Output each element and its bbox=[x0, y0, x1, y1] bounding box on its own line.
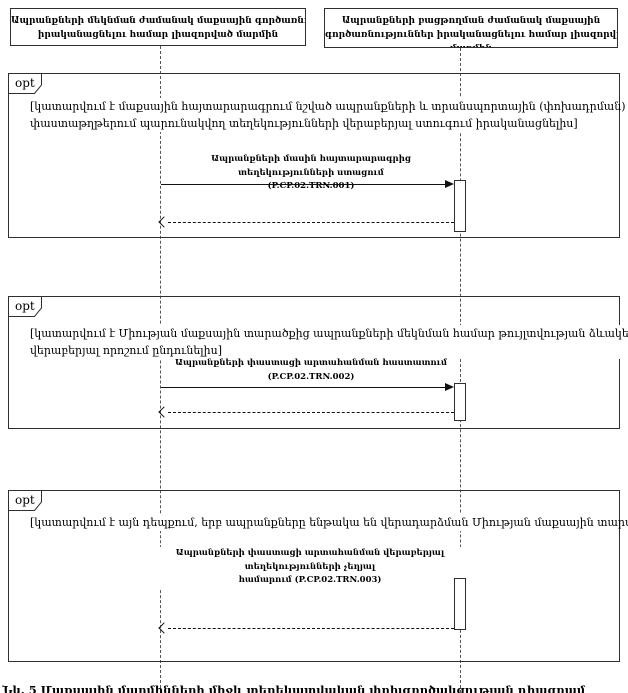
opt-fragment-2: opt bbox=[8, 296, 620, 429]
participant-box-release-authority: Ապրանքների բացթողման ժամանակ մաքսային գո… bbox=[324, 8, 618, 48]
activation-bar-3 bbox=[454, 578, 466, 630]
message-label-3: Ապրանքների փաստացի արտահանման վերաբերյալ… bbox=[130, 547, 490, 588]
opt-tab-pentagon-icon bbox=[8, 490, 42, 511]
lifeline-departure-authority bbox=[160, 46, 161, 693]
message-code: (P.CP.02.TRN.001) bbox=[267, 181, 355, 191]
opt-operator-tab: opt bbox=[8, 296, 42, 317]
opt-fragment-1: opt bbox=[8, 73, 620, 238]
guard-line: [կատարվում է այն դեպքում, երբ ապրանքները… bbox=[30, 516, 628, 529]
guard-line: վերաբերյալ որոշում ընդունելիս] bbox=[30, 344, 222, 357]
guard-condition-1: [կատարվում է մաքսային հայտարարագրում նշվ… bbox=[30, 98, 626, 132]
opt-fragment-3: opt bbox=[8, 490, 620, 662]
sync-message-arrow-1 bbox=[161, 184, 447, 185]
opt-operator-tab: opt bbox=[8, 73, 42, 94]
filled-arrowhead-icon bbox=[445, 383, 454, 391]
message-text: Ապրանքների փաստացի արտահանման վերաբերյալ… bbox=[175, 548, 445, 572]
guard-condition-3: [կատարվում է այն դեպքում, երբ ապրանքները… bbox=[30, 514, 628, 531]
opt-tab-pentagon-icon bbox=[8, 73, 42, 94]
opt-operator-label: opt bbox=[15, 299, 35, 313]
figure-caption: Նկ. 5 Մաքսային մարմինների միջև տեղեկատվա… bbox=[2, 683, 586, 693]
filled-arrowhead-icon bbox=[445, 180, 454, 188]
opt-operator-tab: opt bbox=[8, 490, 42, 511]
guard-line: [կատարվում է մաքսային հայտարարագրում նշվ… bbox=[30, 100, 626, 113]
opt-tab-pentagon-icon bbox=[8, 296, 42, 317]
activation-bar-2 bbox=[454, 383, 466, 421]
opt-operator-label: opt bbox=[15, 493, 35, 507]
participant-label-line: մարմին bbox=[325, 42, 617, 47]
message-text: Ապրանքների փաստացի արտահանման հաստատում bbox=[174, 358, 448, 368]
lifeline-release-authority bbox=[460, 48, 461, 693]
participant-label-line: իրականացնելու համար լիազորված մարմին bbox=[37, 30, 279, 40]
message-text: Ապրանքների մասին հայտարարագրից տեղեկությ… bbox=[211, 154, 411, 178]
participant-label-line: գործառնություններ իրականացնելու համար լի… bbox=[325, 30, 618, 40]
sync-message-arrow-2 bbox=[161, 387, 447, 388]
guard-line: փաստաթղթերում պարունակվող տեղեկություննե… bbox=[30, 117, 578, 130]
guard-line: [կատարվում է Միության մաքսային տարածքից … bbox=[30, 327, 628, 340]
participant-label-line: Ապրանքների մեկնման ժամանակ մաքսային գործ… bbox=[11, 16, 306, 26]
guard-condition-2: [կատարվում է Միության մաքսային տարածքից … bbox=[30, 325, 628, 359]
message-code: (P.CP.02.TRN.002) bbox=[267, 371, 355, 382]
opt-operator-label: opt bbox=[15, 76, 35, 90]
participant-box-departure-authority: Ապրանքների մեկնման ժամանակ մաքսային գործ… bbox=[10, 8, 306, 46]
message-code: համարում (P.CP.02.TRN.003) bbox=[238, 575, 382, 585]
return-message-arrow-2 bbox=[168, 412, 454, 413]
return-message-arrow-3 bbox=[168, 628, 454, 629]
participant-label-line: Ապրանքների բացթողման ժամանակ մաքսային bbox=[341, 16, 601, 26]
activation-bar-1 bbox=[454, 180, 466, 232]
message-label-2: Ապրանքների փաստացի արտահանման հաստատում … bbox=[162, 357, 460, 384]
return-message-arrow-1 bbox=[168, 222, 454, 223]
message-label-1: Ապրանքների մասին հայտարարագրից տեղեկությ… bbox=[162, 153, 460, 194]
